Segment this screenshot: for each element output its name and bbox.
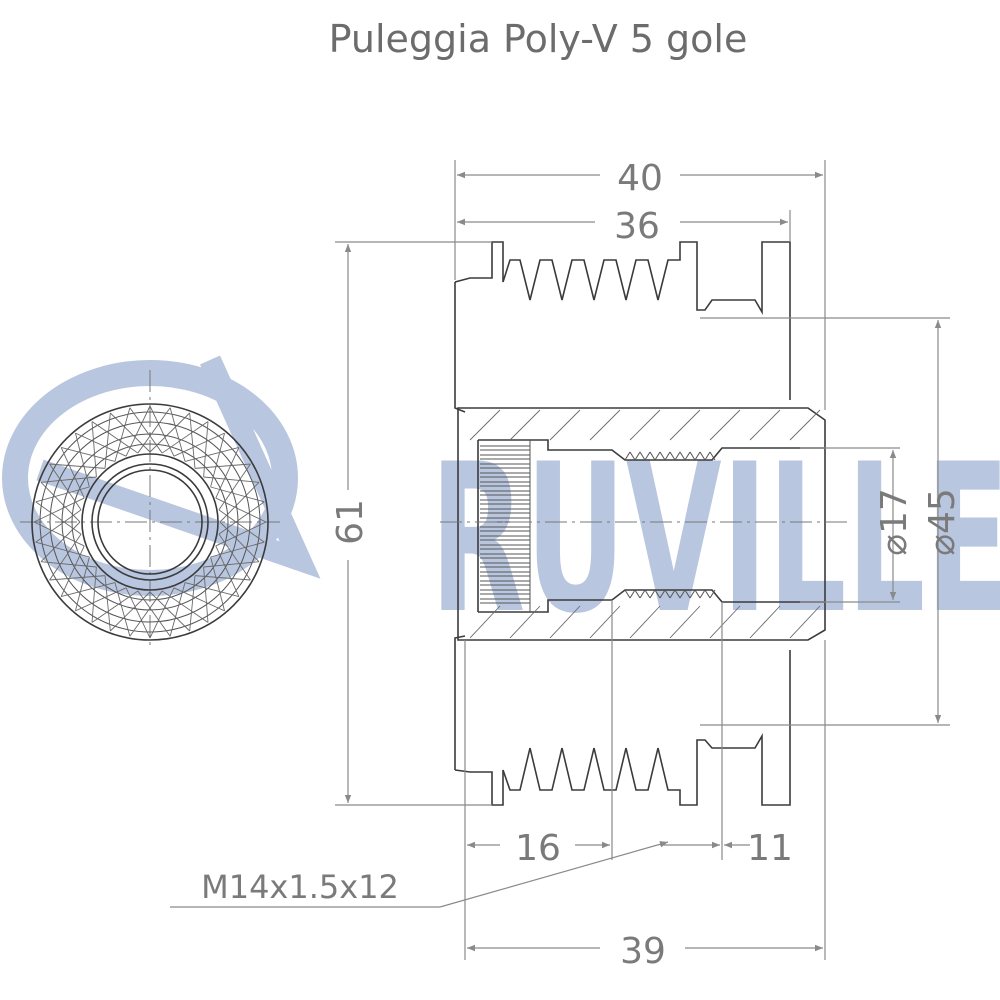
hub-circle (81, 453, 219, 591)
dim-overall-width: 40 (617, 158, 663, 199)
watermark-logo: RUVILLE (2, 355, 1000, 659)
section-view (440, 241, 850, 806)
dim-bore-diameter: ⌀17 (874, 488, 915, 555)
dim-height: 61 (330, 499, 371, 545)
bore-circle (97, 469, 203, 575)
dim-groove-width: 36 (614, 206, 660, 247)
dim-total-length: 39 (620, 931, 666, 972)
dim-right-section: 11 (747, 828, 793, 869)
front-view (20, 370, 280, 650)
dimensions: 40 36 61 ⌀17 ⌀45 16 11 M14x (170, 158, 963, 972)
dim-inner-diameter: ⌀45 (922, 488, 963, 555)
hub-body (457, 407, 826, 641)
outer-circle (31, 403, 269, 641)
thread-spec-label: M14x1.5x12 (201, 868, 399, 906)
page-title: Puleggia Poly-V 5 gole (329, 17, 748, 61)
dim-left-section: 16 (515, 828, 561, 869)
